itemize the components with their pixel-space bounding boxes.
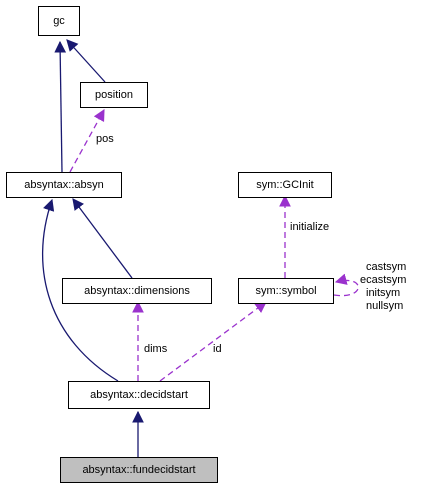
node-fundecidstart-label: absyntax::fundecidstart (82, 464, 196, 476)
edge-decidstart-to-absyn (41, 198, 119, 382)
node-absyn[interactable]: absyntax::absyn (6, 172, 122, 198)
edge-label-initsym: initsym (366, 287, 401, 299)
edge-label-initialize: initialize (290, 221, 330, 233)
node-dimensions-label: absyntax::dimensions (84, 285, 190, 297)
node-gcinit-label: sym::GCInit (256, 179, 314, 191)
edge-absyn-to-gc (54, 40, 67, 173)
node-position-label: position (95, 89, 133, 101)
edge-label-castsym: castsym (366, 261, 407, 273)
edge-label-dims: dims (144, 343, 168, 355)
node-decidstart-label: absyntax::decidstart (90, 389, 188, 401)
edge-label-id: id (213, 343, 222, 355)
node-gc[interactable]: gc (38, 6, 80, 36)
node-gcinit[interactable]: sym::GCInit (238, 172, 332, 198)
node-decidstart[interactable]: absyntax::decidstart (68, 381, 210, 409)
edge-decidstart-uses-symbol (159, 301, 267, 382)
edge-label-ecastsym: ecastsym (360, 274, 407, 286)
node-fundecidstart[interactable]: absyntax::fundecidstart (60, 457, 218, 483)
node-gc-label: gc (53, 15, 65, 27)
edge-absyn-uses-position (69, 108, 105, 173)
edge-label-nullsym: nullsym (366, 300, 404, 312)
edge-dimensions-to-absyn (72, 198, 133, 279)
node-position[interactable]: position (80, 82, 148, 108)
node-dimensions[interactable]: absyntax::dimensions (62, 278, 212, 304)
edge-label-pos: pos (96, 133, 114, 145)
edge-symbol-self-loop (333, 273, 359, 297)
node-absyn-label: absyntax::absyn (24, 179, 104, 191)
node-symbol[interactable]: sym::symbol (238, 278, 334, 304)
node-symbol-label: sym::symbol (255, 285, 317, 297)
edge-position-to-gc (66, 39, 106, 83)
